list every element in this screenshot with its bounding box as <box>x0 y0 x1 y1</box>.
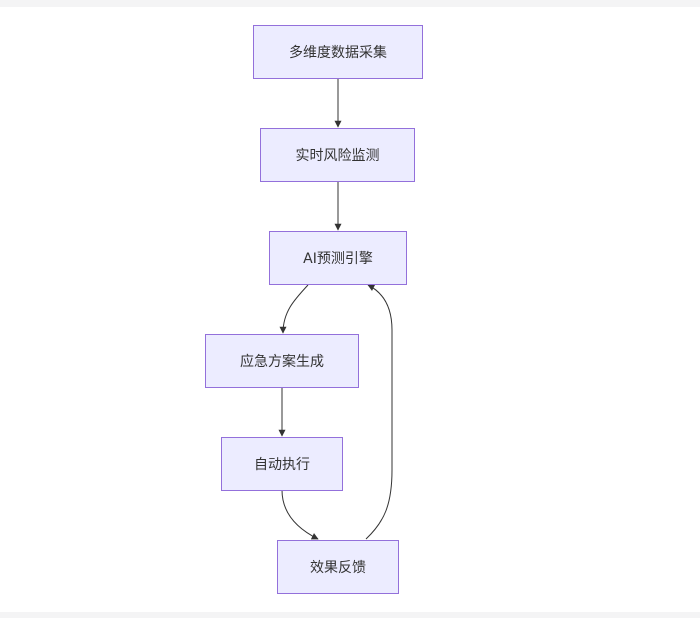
top-band <box>0 0 700 7</box>
diagram-area <box>0 7 700 612</box>
edge-n3-n4 <box>279 284 309 334</box>
node-emergency-plan-label: 应急方案生成 <box>240 354 324 370</box>
bottom-band <box>0 612 700 618</box>
node-data-collection[interactable]: 多维度数据采集 <box>253 25 423 79</box>
node-auto-execute[interactable]: 自动执行 <box>221 437 343 491</box>
node-risk-monitoring[interactable]: 实时风险监测 <box>260 128 415 182</box>
node-feedback-label: 效果反馈 <box>310 560 366 576</box>
edge-n5-n6 <box>281 489 319 540</box>
node-ai-prediction[interactable]: AI预测引擎 <box>269 231 407 285</box>
node-feedback[interactable]: 效果反馈 <box>277 540 399 594</box>
node-risk-monitoring-label: 实时风险监测 <box>295 148 380 164</box>
edge-n6-n3 <box>365 284 393 540</box>
node-data-collection-label: 多维度数据采集 <box>289 45 387 61</box>
node-emergency-plan[interactable]: 应急方案生成 <box>205 334 359 388</box>
node-auto-execute-label: 自动执行 <box>254 457 310 473</box>
node-ai-prediction-label: AI预测引擎 <box>303 251 373 267</box>
